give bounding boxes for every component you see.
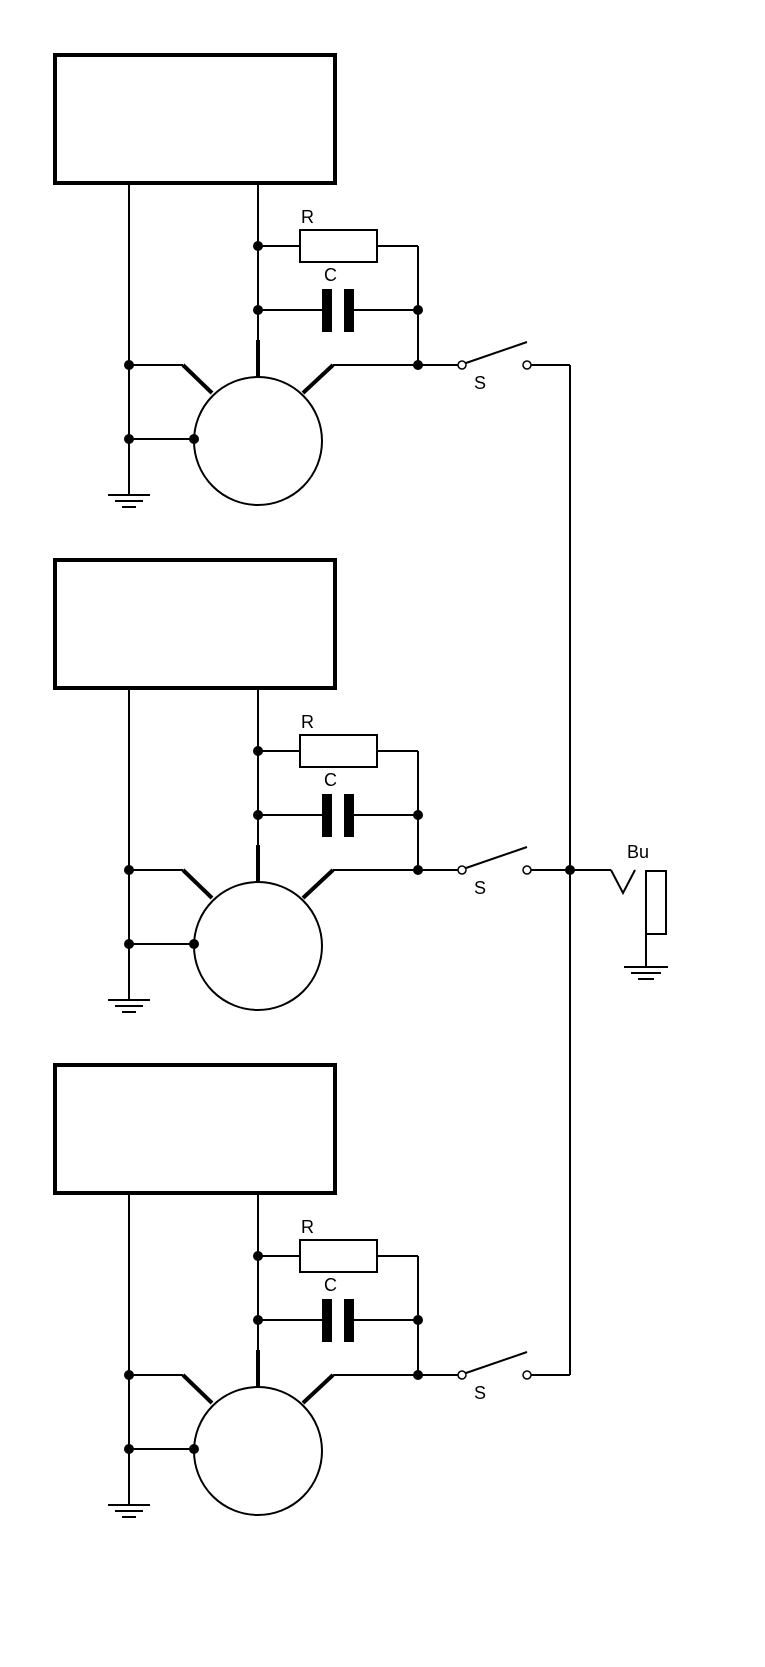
resistor-label: R — [301, 712, 314, 732]
bu-element — [645, 870, 667, 935]
stage-1: R C S — [53, 53, 572, 509]
switch-label: S — [474, 373, 486, 393]
resistor-label: R — [301, 1217, 314, 1237]
capacitor-label: C — [324, 1275, 337, 1295]
switch-label: S — [474, 878, 486, 898]
capacitor-label: C — [324, 770, 337, 790]
capacitor-label: C — [324, 265, 337, 285]
resistor-label: R — [301, 207, 314, 227]
switch-label: S — [474, 1383, 486, 1403]
stage-2: R C S — [53, 558, 572, 1014]
bu-connector: Bu — [570, 842, 668, 980]
stage-3: R C S — [53, 1063, 572, 1519]
bus-label: Bu — [627, 842, 649, 862]
